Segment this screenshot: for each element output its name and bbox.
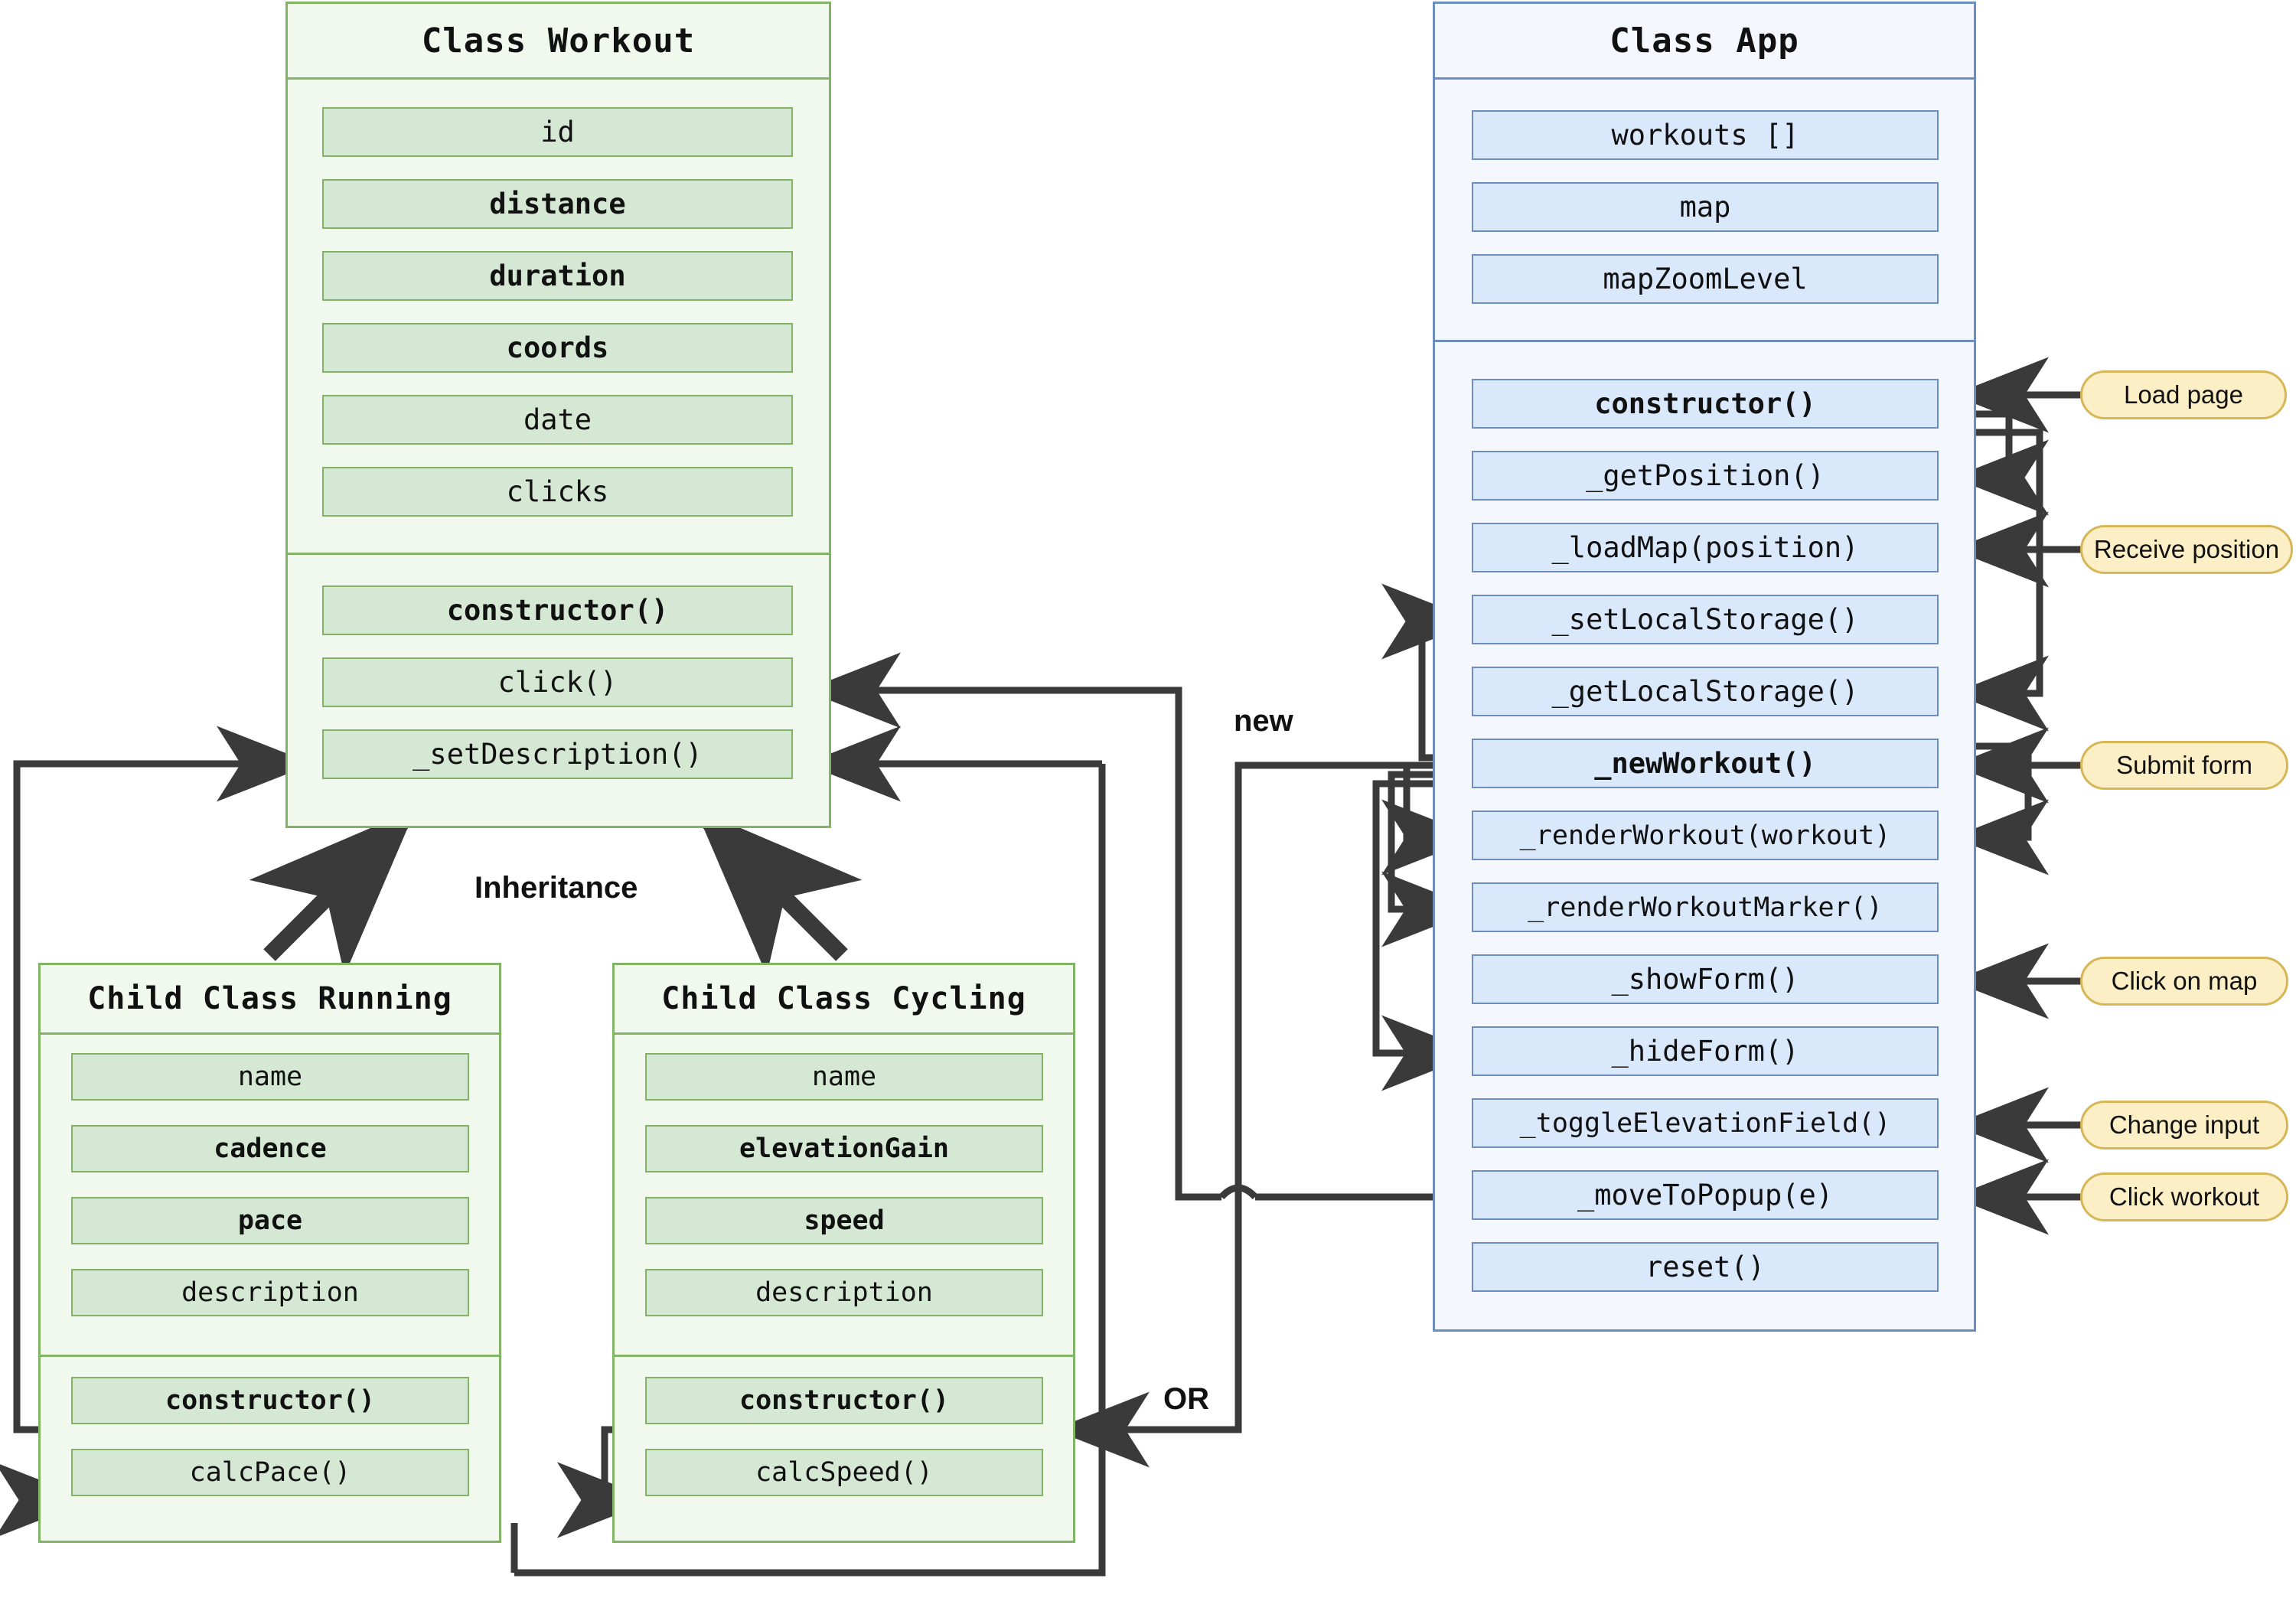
label-new: new [1234,704,1293,738]
field-cycling-elevation-gain: elevationGain [645,1125,1043,1172]
label-or: OR [1163,1382,1209,1416]
class-title-cycling: Child Class Cycling [615,965,1073,1035]
running-properties: name cadence pace description [41,1035,499,1355]
app-methods: constructor() _getPosition() _loadMap(po… [1435,340,1974,1327]
method-app-reset[interactable]: reset() [1472,1242,1939,1292]
callout-click-on-map[interactable]: Click on map [2080,957,2288,1006]
method-app-set-local-storage[interactable]: _setLocalStorage() [1472,595,1939,644]
method-cycling-calc-speed[interactable]: calcSpeed() [645,1449,1043,1496]
method-app-show-form[interactable]: _showForm() [1472,954,1939,1004]
field-cycling-description: description [645,1269,1043,1316]
class-title-app: Class App [1435,4,1974,80]
running-methods: constructor() calcPace() [41,1355,499,1543]
field-cycling-name: name [645,1053,1043,1101]
app-properties: workouts [] map mapZoomLevel [1435,80,1974,340]
class-title-workout: Class Workout [288,4,829,80]
cycling-properties: name elevationGain speed description [615,1035,1073,1355]
field-running-cadence: cadence [71,1125,469,1172]
method-app-toggle-elevation-field[interactable]: _toggleElevationField() [1472,1098,1939,1148]
method-app-render-workout[interactable]: _renderWorkout(workout) [1472,810,1939,860]
field-workout-id: id [322,107,793,157]
method-app-get-position[interactable]: _getPosition() [1472,451,1939,501]
field-running-description: description [71,1269,469,1316]
method-app-get-local-storage[interactable]: _getLocalStorage() [1472,667,1939,716]
callout-load-page[interactable]: Load page [2080,370,2287,419]
field-running-name: name [71,1053,469,1101]
field-app-workouts: workouts [] [1472,110,1939,160]
method-cycling-constructor[interactable]: constructor() [645,1377,1043,1424]
field-running-pace: pace [71,1197,469,1244]
method-app-render-workout-marker[interactable]: _renderWorkoutMarker() [1472,882,1939,932]
cycling-methods: constructor() calcSpeed() [615,1355,1073,1543]
class-box-cycling: Child Class Cycling name elevationGain s… [612,963,1075,1543]
field-workout-distance: distance [322,179,793,229]
field-workout-coords: coords [322,323,793,373]
method-running-constructor[interactable]: constructor() [71,1377,469,1424]
class-box-running: Child Class Running name cadence pace de… [38,963,501,1543]
field-app-mapzoomlevel: mapZoomLevel [1472,254,1939,304]
field-workout-clicks: clicks [322,467,793,517]
label-inheritance: Inheritance [475,871,638,905]
workout-methods: constructor() click() _setDescription() [288,553,829,828]
callout-submit-form[interactable]: Submit form [2080,741,2288,790]
method-app-constructor[interactable]: constructor() [1472,379,1939,429]
class-title-running: Child Class Running [41,965,499,1035]
method-workout-set-description[interactable]: _setDescription() [322,729,793,779]
method-workout-click[interactable]: click() [322,657,793,707]
field-workout-duration: duration [322,251,793,301]
method-running-calc-pace[interactable]: calcPace() [71,1449,469,1496]
method-app-move-to-popup[interactable]: _moveToPopup(e) [1472,1170,1939,1220]
class-box-app: Class App workouts [] map mapZoomLevel c… [1433,2,1976,1332]
callout-click-workout[interactable]: Click workout [2080,1172,2288,1221]
callout-receive-position[interactable]: Receive position [2080,525,2293,574]
field-cycling-speed: speed [645,1197,1043,1244]
workout-properties: id distance duration coords date clicks [288,80,829,553]
method-workout-constructor[interactable]: constructor() [322,585,793,635]
callout-change-input[interactable]: Change input [2080,1101,2288,1150]
field-workout-date: date [322,395,793,445]
class-box-workout: Class Workout id distance duration coord… [285,2,831,828]
method-app-hide-form[interactable]: _hideForm() [1472,1026,1939,1076]
method-app-load-map[interactable]: _loadMap(position) [1472,523,1939,572]
method-app-new-workout[interactable]: _newWorkout() [1472,739,1939,788]
field-app-map: map [1472,182,1939,232]
